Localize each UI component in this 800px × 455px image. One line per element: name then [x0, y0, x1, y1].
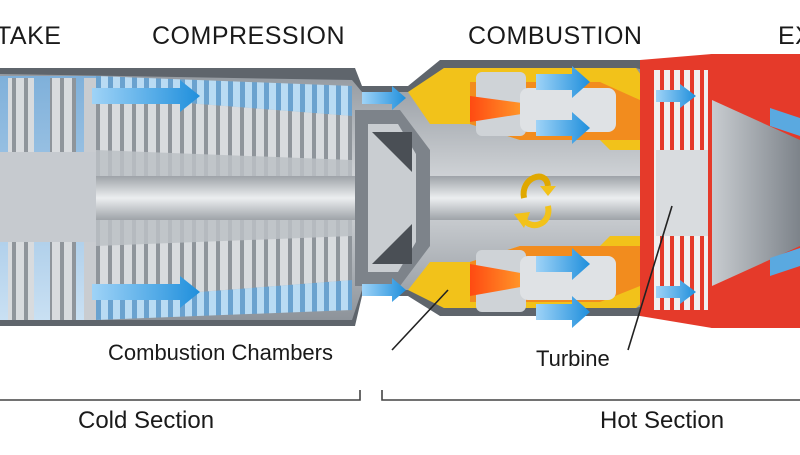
- section-label-cold: Cold Section: [78, 407, 214, 434]
- turbine: [640, 54, 712, 328]
- diffuser-frame: [355, 110, 430, 286]
- arrow-right-icon: [536, 112, 590, 144]
- callout-turbine: Turbine: [536, 346, 610, 371]
- arrow-right-icon: [536, 248, 590, 280]
- exhaust-nozzle: [712, 54, 800, 328]
- airflow-arrows: [92, 66, 696, 328]
- intake-fan: [0, 76, 100, 320]
- arrow-right-icon: [656, 84, 696, 108]
- stage-label-intake: TAKE: [0, 22, 61, 50]
- stage-label-exhaust: EX: [778, 22, 800, 50]
- arrow-right-icon: [536, 296, 590, 328]
- arrow-right-icon: [92, 276, 200, 308]
- section-label-hot: Hot Section: [600, 407, 724, 434]
- arrow-right-icon: [656, 280, 696, 304]
- arrow-right-icon: [536, 66, 590, 98]
- callout-line-combustion-chambers: [391, 289, 449, 351]
- cold-section-bracket: [0, 390, 361, 401]
- arrow-right-icon: [92, 80, 200, 112]
- arrow-right-icon: [362, 86, 406, 110]
- stage-label-combustion: COMBUSTION: [468, 22, 642, 50]
- rotation-arrow-icon: [514, 173, 556, 229]
- callout-combustion-chambers: Combustion Chambers: [108, 340, 333, 365]
- arrow-right-icon: [362, 278, 406, 302]
- combustion-chamber-top: [408, 68, 656, 150]
- stage-label-compression: COMPRESSION: [152, 22, 345, 50]
- hot-section-bracket: [381, 390, 800, 401]
- callout-line-turbine: [627, 205, 673, 351]
